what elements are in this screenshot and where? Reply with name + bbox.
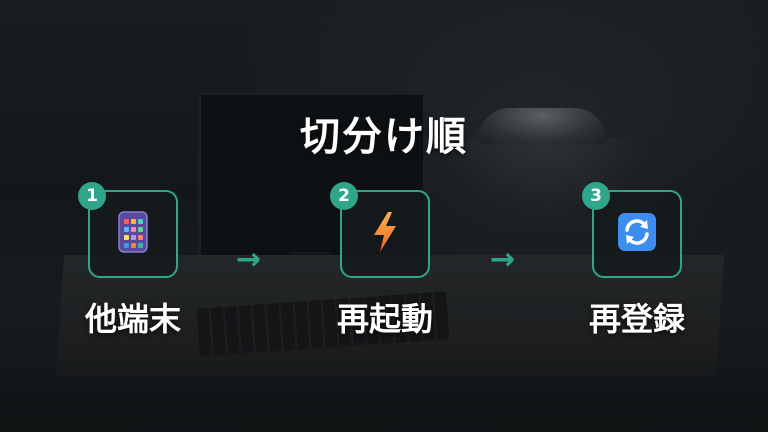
phone-app-grid-icon [118,211,148,257]
lightning-icon [370,211,400,257]
arrow-right-icon: → [236,242,261,277]
arrow-right-icon: → [490,242,515,277]
step-2-label: 再起動 [320,294,450,340]
step-3-number-badge: 3 [582,182,610,210]
step-2-number-badge: 2 [330,182,358,210]
refresh-icon [617,212,657,256]
page-title: 切分け順 [0,104,768,162]
step-1-number-badge: 1 [78,182,106,210]
step-1-label: 他端末 [68,294,198,340]
step-3-label: 再登録 [572,294,702,340]
